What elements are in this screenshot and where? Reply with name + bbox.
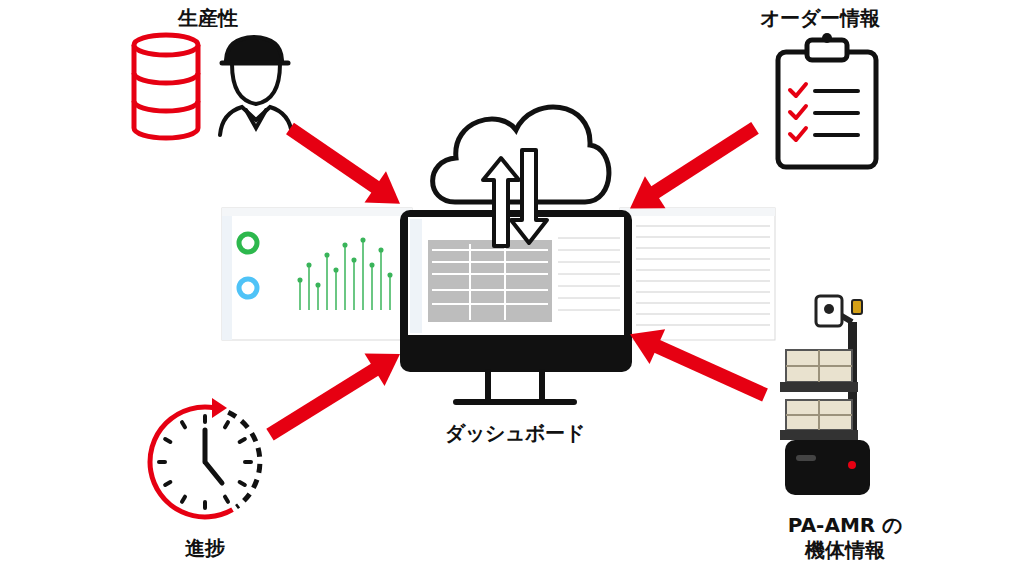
table-row — [636, 226, 770, 227]
chart-dot — [388, 273, 392, 277]
table-row — [636, 237, 770, 238]
dashboard-screenshot-right — [620, 208, 775, 340]
monitor — [400, 210, 632, 402]
table-row — [636, 292, 770, 293]
arrow-shaft — [270, 369, 376, 435]
chart-bar — [380, 250, 382, 310]
node-label: 生産性 — [178, 6, 238, 31]
table-row — [636, 325, 770, 326]
chart-dot — [352, 258, 356, 262]
arrow-head — [630, 176, 666, 208]
flow-arrow — [270, 354, 400, 435]
chart-bar — [344, 245, 346, 310]
clock-tick — [159, 460, 165, 464]
arrow-head — [365, 171, 400, 204]
icon-node: PA-AMR の 機体情報 — [765, 295, 925, 567]
chart-dot — [361, 238, 365, 242]
chart-dot — [307, 263, 311, 267]
chart-bar — [362, 240, 364, 310]
arrow-head — [630, 329, 665, 364]
flow-arrow — [630, 329, 765, 395]
flow-arrow — [290, 128, 400, 203]
clock-icon — [150, 398, 260, 517]
clipboard-icon — [778, 33, 876, 167]
clock-tick — [182, 422, 185, 427]
chart-dot — [379, 248, 383, 252]
arrow-head — [364, 354, 400, 386]
chart-dot — [325, 253, 329, 257]
table-row — [636, 259, 770, 260]
arrow-shaft — [654, 128, 755, 193]
node-label: ダッシュボード — [445, 421, 585, 446]
chart-bar — [389, 275, 391, 310]
clock-tick — [165, 439, 170, 442]
node-label: オーダー情報 — [760, 6, 880, 31]
worker-icon — [220, 37, 292, 135]
chart-dot — [334, 268, 338, 272]
chart-bar — [308, 265, 310, 310]
icon-node: 進捗 — [140, 385, 270, 565]
chart-dot — [343, 243, 347, 247]
sync-arrows — [483, 150, 547, 246]
table-row — [636, 314, 770, 315]
clock-tick — [165, 482, 170, 485]
clock-tick — [240, 439, 245, 442]
clock-tick — [240, 482, 245, 485]
clock-tick — [225, 422, 228, 427]
icon-node: 生産性 — [125, 2, 290, 142]
node-label: PA-AMR の 機体情報 — [788, 513, 903, 563]
table-row — [636, 248, 770, 249]
arrow-shaft — [656, 346, 765, 395]
chart-bar — [353, 260, 355, 310]
chart-dot — [298, 278, 302, 282]
icon-node: ダッシュボード — [400, 115, 630, 450]
clock-tick — [225, 497, 228, 502]
icon-node: オーダー情報 — [755, 2, 885, 170]
chart-bar — [335, 270, 337, 310]
chart-bar — [371, 265, 373, 310]
table-row — [636, 303, 770, 304]
robot-illustration — [780, 296, 870, 495]
clock-tick — [182, 497, 185, 502]
clock-tick — [203, 416, 207, 422]
node-label: 進捗 — [185, 536, 225, 561]
chart-dot — [370, 263, 374, 267]
database-icon — [134, 35, 198, 138]
dashboard-screenshot-left — [222, 208, 412, 340]
table-row — [636, 281, 770, 282]
table-row — [636, 270, 770, 271]
clock-tick — [245, 460, 251, 464]
chart-dot — [316, 283, 320, 287]
chart-bar — [326, 255, 328, 310]
chart-bar — [317, 285, 319, 310]
chart-bar — [299, 280, 301, 310]
arrow-shaft — [290, 128, 377, 187]
flow-arrow — [630, 128, 755, 209]
clock-tick — [203, 502, 207, 508]
